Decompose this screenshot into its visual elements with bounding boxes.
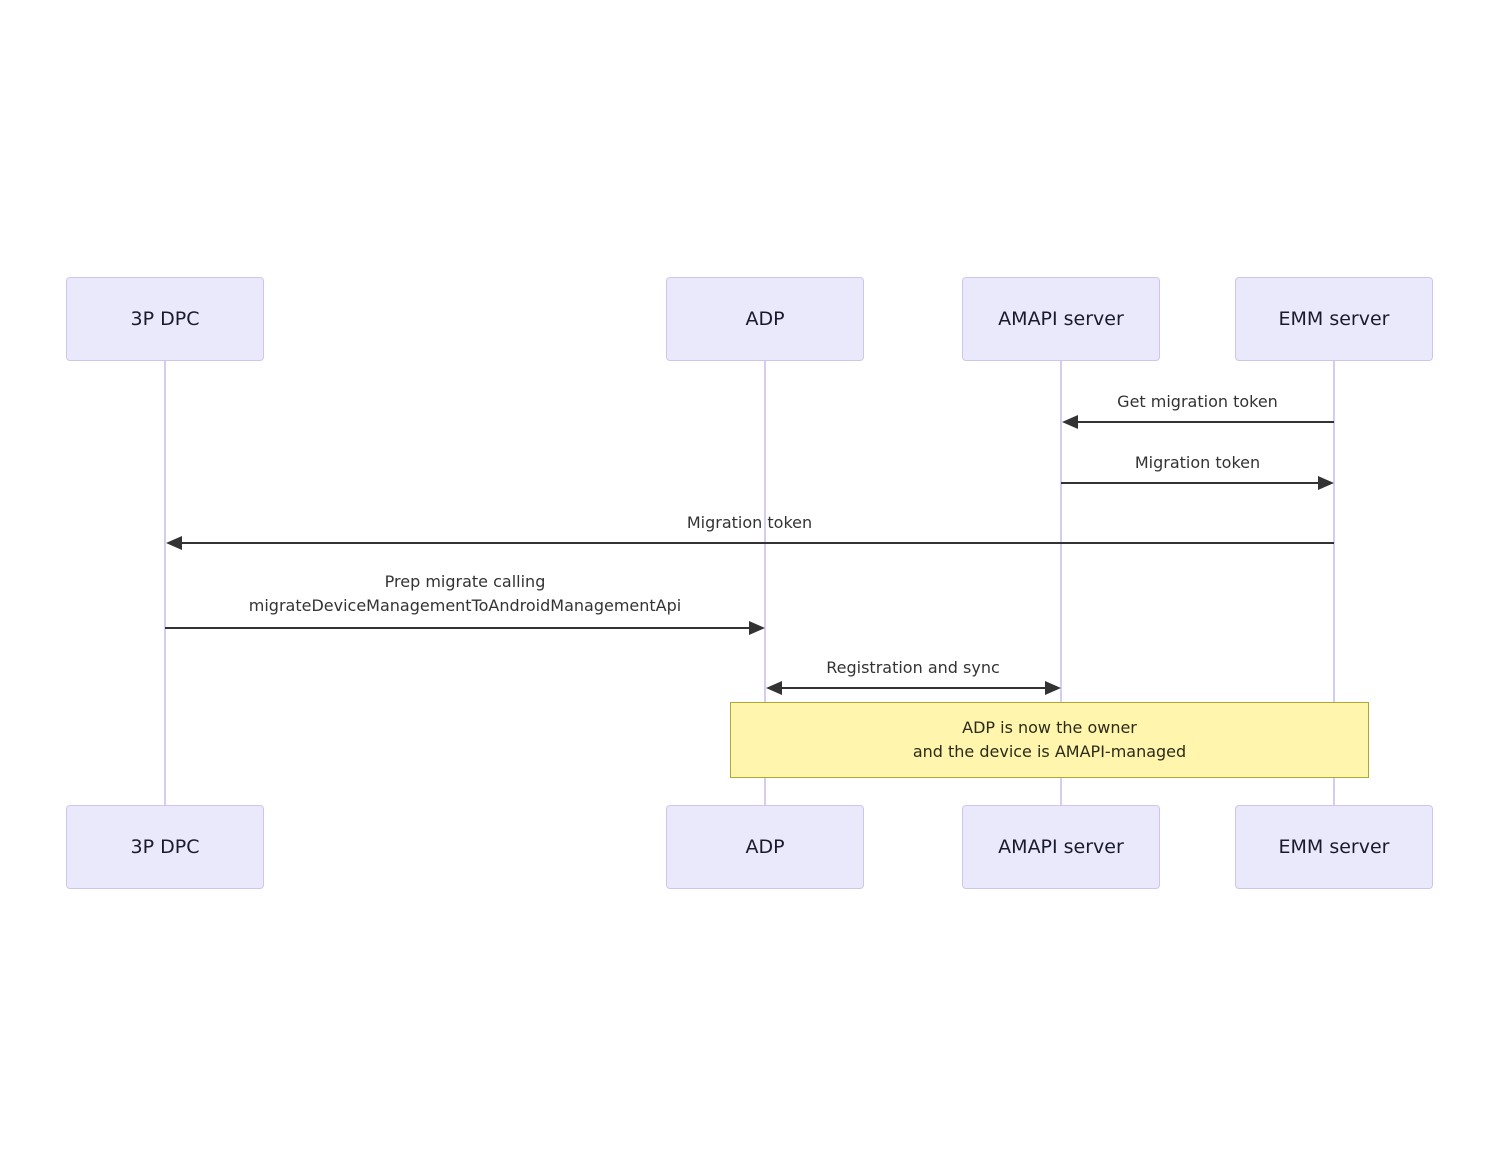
message-line xyxy=(180,542,1334,544)
actor-label: EMM server xyxy=(1278,308,1390,330)
actor-bottom-emm-server: EMM server xyxy=(1235,805,1433,889)
actor-bottom-amapi-server: AMAPI server xyxy=(962,805,1160,889)
message-label-migration-token: Migration token xyxy=(1134,453,1261,472)
actor-label: EMM server xyxy=(1278,836,1390,858)
message-line xyxy=(165,627,749,629)
actor-label: AMAPI server xyxy=(998,836,1124,858)
actor-top-adp: ADP xyxy=(666,277,864,361)
lifeline-3p-dpc xyxy=(164,361,166,805)
arrowhead-right-icon xyxy=(749,621,765,635)
message-label-line2: migrateDeviceManagementToAndroidManageme… xyxy=(248,596,682,615)
actor-bottom-3p-dpc: 3P DPC xyxy=(66,805,264,889)
actor-label: 3P DPC xyxy=(130,308,200,330)
actor-top-emm-server: EMM server xyxy=(1235,277,1433,361)
arrowhead-left-icon xyxy=(166,536,182,550)
arrowhead-left-icon xyxy=(766,681,782,695)
lifeline-emm-server xyxy=(1333,361,1335,805)
message-label-prep-migrate: Prep migrate calling migrateDeviceManage… xyxy=(165,570,765,618)
actor-bottom-adp: ADP xyxy=(666,805,864,889)
actor-label: 3P DPC xyxy=(130,836,200,858)
actor-label: ADP xyxy=(745,836,785,858)
message-label-registration-and-sync: Registration and sync xyxy=(826,658,1000,677)
message-label-migration-token-to-dpc: Migration token xyxy=(686,513,813,532)
lifeline-amapi-server xyxy=(1060,361,1062,805)
actor-label: ADP xyxy=(745,308,785,330)
message-label-line1: Prep migrate calling xyxy=(384,572,546,591)
note-line1: ADP is now the owner xyxy=(962,718,1137,737)
actor-top-amapi-server: AMAPI server xyxy=(962,277,1160,361)
actor-label: AMAPI server xyxy=(998,308,1124,330)
arrowhead-left-icon xyxy=(1062,415,1078,429)
actor-top-3p-dpc: 3P DPC xyxy=(66,277,264,361)
note-line2: and the device is AMAPI-managed xyxy=(912,742,1187,761)
note-adp-owner: ADP is now the owner and the device is A… xyxy=(730,702,1369,778)
message-label-get-migration-token: Get migration token xyxy=(1117,392,1278,411)
message-line xyxy=(1075,421,1334,423)
arrowhead-right-icon xyxy=(1318,476,1334,490)
lifeline-adp xyxy=(764,361,766,805)
message-line xyxy=(779,687,1047,689)
message-line xyxy=(1061,482,1320,484)
arrowhead-right-icon xyxy=(1045,681,1061,695)
